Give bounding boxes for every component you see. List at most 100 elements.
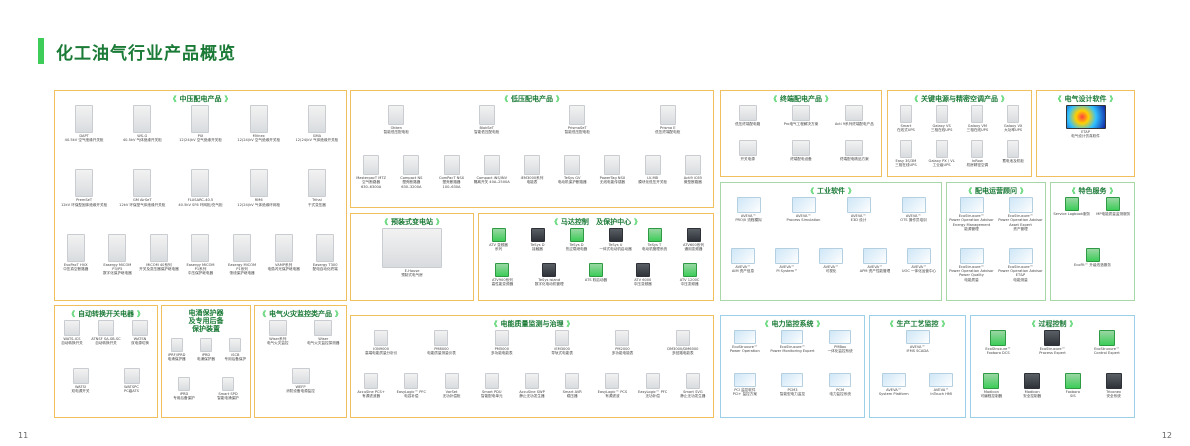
product-label: WATSPC PC级ATS [124,384,139,393]
product-label: TeSys U 一体式电动机启动器 [599,243,632,252]
product-image [1024,372,1041,389]
product-item: InRow 机房精密空调 [960,139,996,168]
product-item: 低压终端配电箱 [721,105,774,126]
product-item: iSCB 专用后备保护 [221,338,250,362]
product-item: TeSys island 数字化电动机管理 [526,263,573,287]
product-image [644,155,661,175]
product-image [443,155,460,175]
product-image [249,169,268,198]
product-image [959,247,984,264]
product-item: GMA 12(24)kV 气体绝缘开关柜 [288,105,346,143]
product-item: Galaxy PX / VL 工业级UPS [924,139,960,168]
product-image [686,228,701,242]
product-label: MP电能质量监测服务 [1096,212,1131,216]
product-item: iEM3000系列 电能表 [512,155,552,185]
product-image [645,372,660,389]
product-item: WEFP 消防设备电源监控 [255,367,346,394]
panel-prefab-substation: 《预装式变电站》 E-House 预制式电气房 [350,213,474,301]
product-label: Easy 3S/3M 三相在线UPS [895,158,917,167]
product-image [738,105,757,121]
product-label: Smart AVR 稳压器 [562,389,582,398]
product-label: ATS 软启动器 [584,278,608,282]
product-item: Acti9 iC65 微型断路器 [673,155,713,185]
product-image [66,233,85,262]
product-label: EcoStruxure™ Power Operation Advisor Ene… [949,214,994,232]
product-label: AccuSine PCS+ 有源滤波器 [357,389,385,398]
product-label: Prisma E 低压终端配电柜 [655,126,681,135]
product-item: Triconex 安全系统 [1093,372,1134,399]
product-image [229,338,242,352]
product-item: PCI 监控软件 PCI+ 监控方案 [721,372,769,397]
product-label: Galaxy VM 三相在线UPS [966,124,989,133]
product-image [108,233,127,262]
product-image [268,320,287,336]
product-image [569,228,584,242]
panel-title-ats: 《自动转换开关电器》 [68,310,144,318]
product-label: GM AirSeT 12kV 环保型气体绝缘开关柜 [119,198,166,207]
product-label: iEM3000系列 电能表 [520,176,544,185]
product-label: EcoStruxure™ Power Operation Advisor Pow… [949,264,994,282]
product-item: PIX 12(24)kV 空气绝缘开关柜 [171,105,229,143]
product-image [685,372,700,389]
product-label: EcoStruxure™ Power Monitoring Expert [770,345,815,354]
product-label: EcoFit™ 升级改造服务 [1074,262,1111,267]
product-label: Triconex 安全系统 [1106,389,1122,398]
product-label: TeSys D 接触器 [530,243,545,252]
product-image [363,155,380,175]
product-item: ATS 软启动器 [573,263,620,282]
product-label: RM6 12(24)kV 气体绝缘环网柜 [237,198,281,207]
product-label: Easergy MiCOM P1系列 馈线保护继电器 [228,262,257,276]
product-label: EcoStruxure™ Power Operation Advisor Ass… [998,214,1043,232]
product-item: EcoFit™ 升级改造服务 [1051,247,1134,267]
product-image [846,197,871,213]
product-item: Wiser系列 电气火灾监控 [255,320,301,346]
product-item: Trihal 干式变压器 [288,169,346,207]
product-label: PM8000 电能质量测量仪表 [427,347,456,356]
ed-title: 电气设计软件 [1064,95,1107,103]
product-item: 终端配电精品方案 [828,139,881,161]
product-item: PCM3 智能型电力监控 [769,372,817,397]
product-label: AVEVA™ System Platform [878,387,909,396]
product-image [781,372,804,387]
product-label: EcoStruxure™ Control Expert [1093,347,1120,356]
mc-title2: 及保护中心 [596,218,632,226]
product-item: MasterpacT MTZ 空气断路器 630–6300A [351,155,391,189]
product-image [191,169,210,198]
product-image [133,169,152,198]
product-label: MasterpacT MTZ 空气断路器 630–6300A [356,176,387,189]
product-label: PrismaSeT 智能低压配电柜 [564,126,590,135]
product-image [316,233,335,262]
product-label: WATSN 双电源切换 [131,337,149,346]
product-label: 开关电源 [740,156,755,161]
product-item: AVEVA™ AIM 资产信息 [721,247,765,274]
product-label: EasyLogic™ PFC 电容补偿 [396,389,426,398]
product-image [907,247,931,264]
product-image [64,320,80,336]
product-image [478,105,495,125]
product-item: ATV 6000 中压变频器 [619,263,666,287]
product-label: PCI 监控软件 PCI+ 监控方案 [732,387,757,396]
product-image [564,155,581,175]
product-image [314,320,333,336]
fd-title: 终端配电产品 [780,95,822,103]
product-item: Galaxy VX 大功率UPS [995,105,1031,133]
product-label: ETAP 电气设计仿真软件 [1071,130,1100,139]
product-item: Easergy MiCOM P3/P5 数字化保护继电器 [97,233,139,276]
product-image [1007,105,1020,123]
product-item: Easy 3S/3M 三相在线UPS [888,139,924,168]
product-label: Easergy MiCOM P3/P5 数字化保护继电器 [102,262,132,276]
product-image [605,372,620,389]
product-label: 低压终端配电箱 [735,122,761,126]
product-item: PMBox 一体化监控系统 [816,330,864,354]
product-image [72,367,89,384]
product-label: AVEVA™ OTS 操作员培训 [900,214,927,223]
product-label: 终端配电精品方案 [839,156,869,161]
product-label: Easergy MiCOM P1系列 中压保护继电器 [186,262,215,276]
